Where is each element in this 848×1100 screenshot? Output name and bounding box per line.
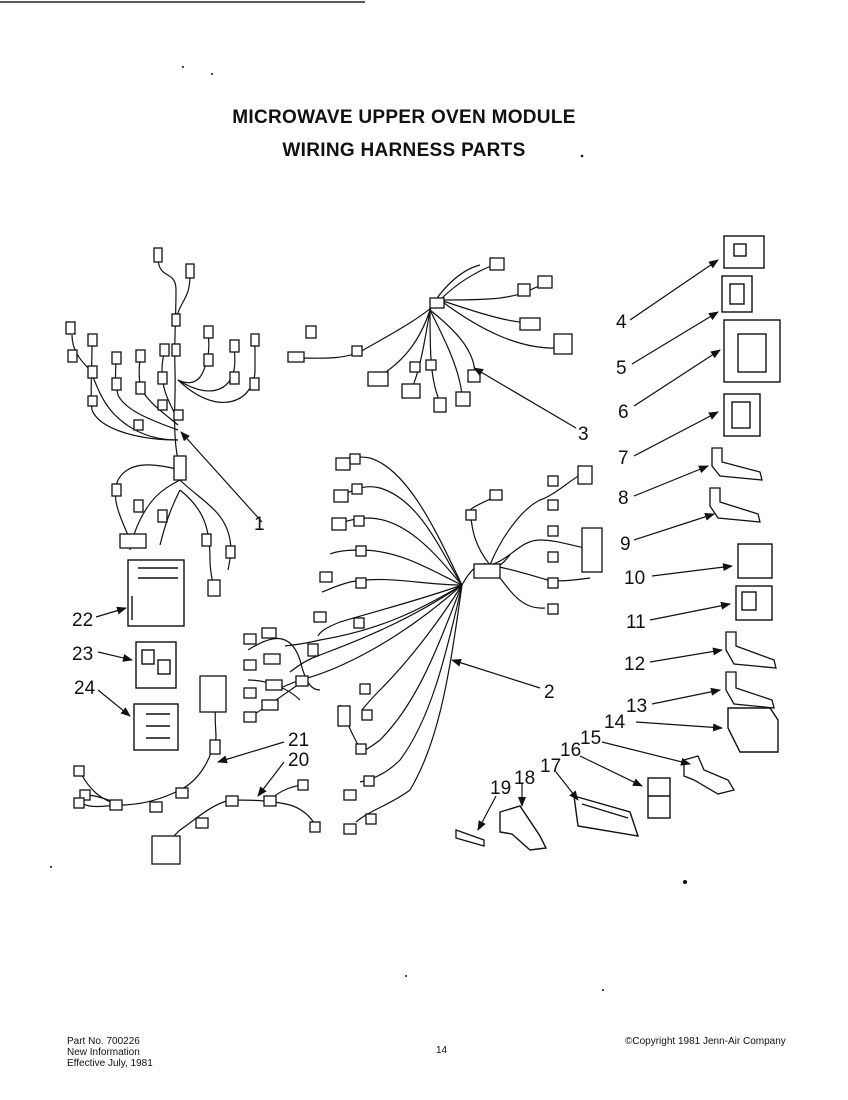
part-5: [721, 275, 753, 313]
harness-1: [71, 259, 256, 591]
callout-13: 13: [626, 696, 647, 717]
part-9-terminal: [709, 487, 761, 523]
harness-2-connectors: [243, 453, 603, 835]
callout-12: 12: [624, 654, 645, 675]
scan-specks: [50, 66, 687, 991]
part-6: [723, 319, 781, 383]
callout-19: 19: [490, 778, 511, 799]
footer-part-info: Part No. 700226 New Information Effectiv…: [67, 1036, 153, 1069]
part-23-connector: [135, 641, 177, 689]
part-14: [727, 707, 779, 753]
part-10: [737, 543, 773, 579]
callout-23: 23: [72, 644, 93, 665]
part-22-terminal-block: [127, 559, 185, 627]
callout-16: 16: [560, 740, 581, 761]
callout-9: 9: [620, 534, 631, 555]
harness-20-21-connectors: [73, 675, 321, 865]
callout-3: 3: [578, 424, 589, 445]
callout-4: 4: [616, 312, 627, 333]
part-4: [723, 235, 765, 269]
part-13-terminal: [725, 671, 775, 709]
part-16: [647, 777, 671, 819]
callout-22: 22: [72, 610, 93, 631]
callout-10: 10: [624, 568, 645, 589]
part-19-pin: [455, 829, 485, 847]
copyright-notice: ©Copyright 1981 Jenn-Air Company: [625, 1036, 786, 1047]
callout-18: 18: [514, 768, 535, 789]
page-number: 14: [436, 1045, 448, 1056]
callout-21: 21: [288, 730, 309, 751]
callout-14: 14: [604, 712, 626, 733]
part-24-connector: [133, 703, 179, 751]
footer-effective: Effective July, 1981: [67, 1058, 153, 1069]
callout-5: 5: [616, 358, 627, 379]
callout-15: 15: [580, 728, 601, 749]
part-15-terminal: [683, 755, 736, 795]
harness-1-connectors: [65, 247, 260, 597]
callout-11: 11: [626, 612, 646, 633]
callout-1: 1: [254, 514, 265, 535]
callout-7: 7: [618, 448, 629, 469]
footer-part-no: Part No. 700226: [67, 1036, 140, 1047]
diagram-title-line-2: WIRING HARNESS PARTS: [282, 140, 526, 161]
footer-info: New Information: [67, 1047, 140, 1058]
harness-3-connectors: [287, 257, 573, 413]
callout-labels: 1 2 3 4 5 6 7 8 9 10 11 12 13 14 15 16 1…: [72, 312, 647, 799]
part-8-terminal: [711, 447, 763, 481]
callout-6: 6: [618, 402, 629, 423]
part-18-clip: [499, 805, 548, 851]
part-7: [723, 393, 761, 437]
callout-17: 17: [540, 756, 561, 777]
callout-24: 24: [74, 678, 96, 699]
part-12-terminal: [725, 631, 777, 669]
callout-20: 20: [288, 750, 309, 771]
callout-2: 2: [544, 682, 555, 703]
callout-8: 8: [618, 488, 629, 509]
part-11: [735, 585, 773, 621]
part-17: [573, 795, 640, 837]
diagram-title-line-1: MICROWAVE UPPER OVEN MODULE: [232, 107, 576, 128]
